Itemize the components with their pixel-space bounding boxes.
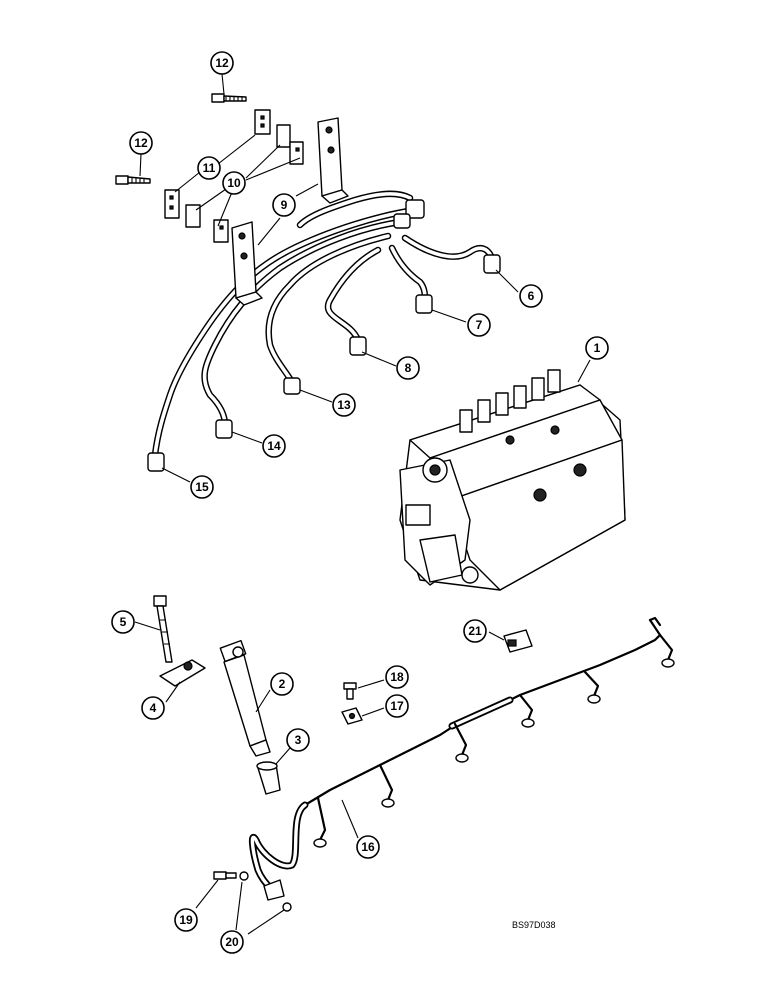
callout-label: 8: [405, 361, 412, 375]
fuel-injection-pump: [399, 369, 626, 591]
callout-5: 5: [111, 610, 135, 634]
callout-3: 3: [286, 728, 310, 752]
callout-4: 4: [141, 696, 165, 720]
callout-2: 2: [270, 672, 294, 696]
callout-label: 17: [390, 699, 404, 713]
callout-12-lower: 12: [129, 131, 153, 155]
callout-label: 5: [120, 615, 127, 629]
fuel-injector-2: [219, 639, 271, 757]
callout-label: 6: [528, 289, 535, 303]
callout-label: 14: [267, 439, 281, 453]
callout-label: 21: [468, 624, 482, 638]
callout-19: 19: [174, 908, 198, 932]
callout-label: 3: [295, 733, 302, 747]
screw-19: [213, 871, 237, 880]
callout-label: 10: [227, 176, 241, 190]
callout-16: 16: [356, 835, 380, 859]
callout-12-upper: 12: [210, 51, 234, 75]
screw-18: [343, 682, 357, 700]
callout-10: 10: [222, 171, 246, 195]
callout-label: 16: [361, 840, 375, 854]
callout-14: 14: [262, 434, 286, 458]
callout-20: 20: [220, 930, 244, 954]
fuel-injection-lines: [147, 190, 501, 472]
callout-label: 13: [337, 398, 351, 412]
callout-9: 9: [272, 193, 296, 217]
callout-13: 13: [332, 393, 356, 417]
callout-label: 2: [279, 677, 286, 691]
figure-reference-code: BS97D038: [512, 920, 556, 930]
callout-17: 17: [385, 694, 409, 718]
clamp-halves-11: [164, 109, 271, 219]
callout-7: 7: [467, 313, 491, 337]
callout-21: 21: [463, 619, 487, 643]
connector-21: [503, 629, 533, 653]
injector-bolt-5: [153, 595, 173, 663]
wiring-harness-16: [248, 616, 675, 901]
callout-1: 1: [585, 336, 609, 360]
callout-18: 18: [385, 665, 409, 689]
callout-label: 19: [179, 913, 193, 927]
callout-8: 8: [396, 356, 420, 380]
callout-6: 6: [519, 284, 543, 308]
callout-11: 11: [197, 156, 221, 180]
washer-20: [239, 871, 292, 912]
bracket-9: [231, 117, 349, 306]
callout-label: 9: [281, 198, 288, 212]
callout-label: 12: [215, 56, 229, 70]
clamp-halves-10: [185, 124, 304, 243]
callout-label: 7: [476, 318, 483, 332]
callout-label: 15: [195, 480, 209, 494]
callout-label: 1: [594, 341, 601, 355]
callout-label: 18: [390, 670, 404, 684]
nozzle-sleeve-3: [256, 761, 281, 795]
callout-label: 11: [203, 161, 216, 175]
callout-label: 20: [225, 935, 239, 949]
clip-17: [341, 707, 363, 725]
callout-label: 4: [150, 701, 157, 715]
callout-label: 12: [134, 136, 148, 150]
callout-15: 15: [190, 475, 214, 499]
injector-clamp-4: [159, 659, 206, 687]
leader-lines: [134, 73, 591, 935]
bolt-12-lower: [115, 175, 151, 185]
bolt-12-upper: [211, 93, 247, 103]
